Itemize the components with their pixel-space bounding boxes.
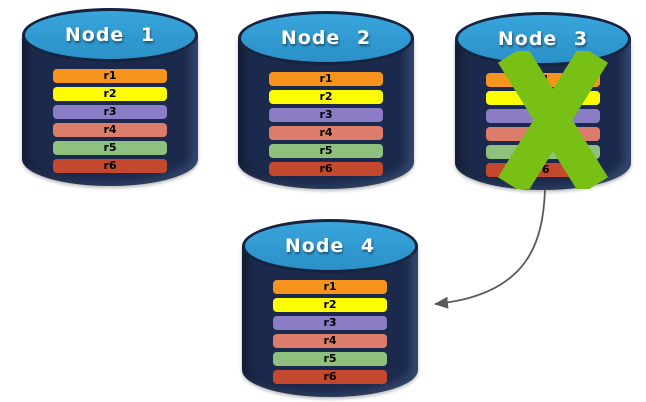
node-label: Node 3 — [497, 28, 589, 50]
node-2: Node 2 r1 r2 r3 r4 r5 r6 — [238, 11, 414, 189]
node-label: Node 2 — [280, 27, 372, 49]
replica-r3: r3 — [269, 108, 383, 122]
replica-r3: r3 — [53, 105, 167, 119]
node-1: Node 1 r1 r2 r3 r4 r5 r6 — [22, 8, 198, 186]
transfer-arrow-path — [434, 189, 546, 309]
replica-r6: r6 — [273, 370, 387, 384]
replica-r1: r1 — [273, 280, 387, 294]
cylinder-top: Node 2 — [238, 11, 414, 65]
replica-list: r1 r2 r3 r4 r5 r6 — [269, 72, 383, 180]
replica-r4: r4 — [269, 126, 383, 140]
replica-r1: r1 — [269, 72, 383, 86]
node-3: Node 3 r1 r2 r3 r4 r5 r6 — [455, 12, 631, 190]
replica-r2: r2 — [273, 298, 387, 312]
replica-r3: r3 — [273, 316, 387, 330]
failure-x-icon — [497, 51, 609, 189]
node-label: Node 1 — [64, 24, 156, 46]
node-label: Node 4 — [284, 235, 376, 257]
replica-r6: r6 — [53, 159, 167, 173]
replica-list: r1 r2 r3 r4 r5 r6 — [273, 280, 387, 388]
replica-list: r1 r2 r3 r4 r5 r6 — [53, 69, 167, 177]
cylinder-top: Node 4 — [242, 219, 418, 273]
replica-r6: r6 — [269, 162, 383, 176]
replica-r2: r2 — [269, 90, 383, 104]
node-4: Node 4 r1 r2 r3 r4 r5 r6 — [242, 219, 418, 397]
cylinder-top: Node 1 — [22, 8, 198, 62]
replica-r5: r5 — [269, 144, 383, 158]
replica-r1: r1 — [53, 69, 167, 83]
replica-r5: r5 — [273, 352, 387, 366]
replica-r4: r4 — [53, 123, 167, 137]
cylinder-top: Node 3 — [455, 12, 631, 66]
replica-r4: r4 — [273, 334, 387, 348]
replica-r5: r5 — [53, 141, 167, 155]
replica-r2: r2 — [53, 87, 167, 101]
